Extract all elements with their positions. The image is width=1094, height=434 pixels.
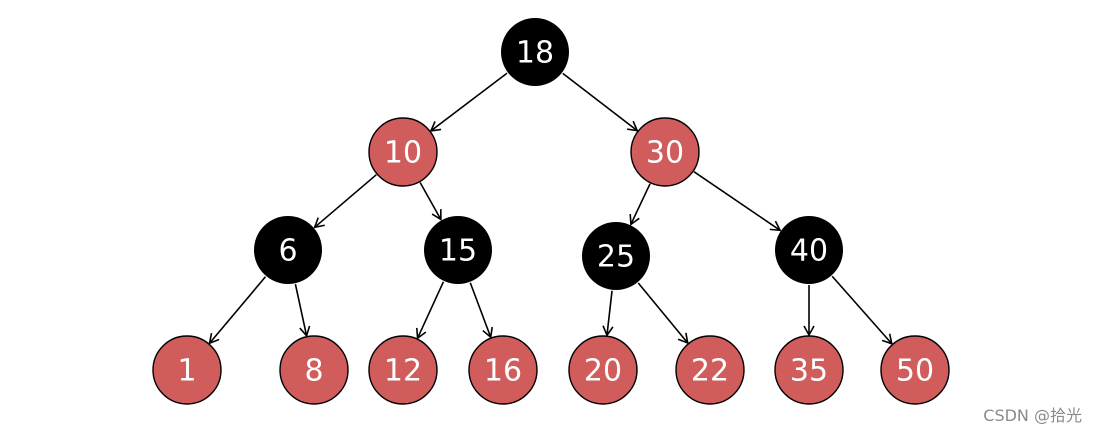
edge-30-to-40 bbox=[693, 171, 782, 232]
edge-40-to-50 bbox=[831, 275, 893, 346]
tree-node-18: 18 bbox=[501, 18, 569, 86]
node-circle-black bbox=[775, 216, 843, 284]
node-label: 8 bbox=[304, 354, 323, 389]
tree-node-22: 22 bbox=[675, 335, 745, 405]
edge-18-to-30 bbox=[562, 72, 639, 132]
node-circle-red bbox=[880, 335, 950, 405]
edge-25-to-20 bbox=[602, 290, 614, 337]
watermark: CSDN @拾光 bbox=[983, 406, 1082, 425]
tree-node-6: 6 bbox=[254, 216, 322, 284]
node-circle-black bbox=[254, 216, 322, 284]
tree-node-40: 40 bbox=[775, 216, 843, 284]
edge-18-to-10 bbox=[429, 72, 508, 132]
node-circle-red bbox=[568, 335, 638, 405]
node-circle-red bbox=[279, 335, 349, 405]
node-circle-red bbox=[152, 335, 222, 405]
node-label: 12 bbox=[384, 354, 422, 389]
edge-30-to-25 bbox=[629, 183, 651, 226]
tree-node-10: 10 bbox=[368, 117, 438, 187]
edges-layer bbox=[208, 72, 893, 346]
edge-10-to-15 bbox=[419, 182, 442, 221]
node-circle-black bbox=[501, 18, 569, 86]
tree-node-30: 30 bbox=[630, 117, 700, 187]
node-circle-red bbox=[468, 335, 538, 405]
node-label: 50 bbox=[896, 354, 934, 389]
node-label: 1 bbox=[177, 354, 196, 389]
edge-25-to-22 bbox=[637, 282, 689, 345]
tree-node-15: 15 bbox=[424, 216, 492, 284]
edge-15-to-12 bbox=[415, 281, 445, 340]
edge-6-to-8 bbox=[294, 284, 311, 338]
node-label: 25 bbox=[597, 240, 635, 275]
node-label: 6 bbox=[278, 234, 297, 269]
tree-node-1: 1 bbox=[152, 335, 222, 405]
tree-node-50: 50 bbox=[880, 335, 950, 405]
tree-node-16: 16 bbox=[468, 335, 538, 405]
node-circle-black bbox=[582, 222, 650, 290]
edge-15-to-16 bbox=[469, 282, 494, 339]
node-label: 35 bbox=[790, 354, 828, 389]
node-circle-red bbox=[368, 335, 438, 405]
node-label: 15 bbox=[439, 234, 477, 269]
tree-node-8: 8 bbox=[279, 335, 349, 405]
node-circle-red bbox=[368, 117, 438, 187]
node-label: 18 bbox=[516, 36, 554, 71]
node-circle-red bbox=[675, 335, 745, 405]
node-label: 30 bbox=[646, 136, 684, 171]
node-label: 16 bbox=[484, 354, 522, 389]
tree-node-25: 25 bbox=[582, 222, 650, 290]
tree-node-12: 12 bbox=[368, 335, 438, 405]
node-circle-red bbox=[774, 335, 844, 405]
node-label: 40 bbox=[790, 234, 828, 269]
node-label: 20 bbox=[584, 354, 622, 389]
node-label: 10 bbox=[384, 136, 422, 171]
node-circle-red bbox=[630, 117, 700, 187]
edge-6-to-1 bbox=[208, 276, 267, 345]
node-circle-black bbox=[424, 216, 492, 284]
edge-10-to-6 bbox=[313, 174, 377, 229]
node-label: 22 bbox=[691, 354, 729, 389]
tree-node-35: 35 bbox=[774, 335, 844, 405]
tree-node-20: 20 bbox=[568, 335, 638, 405]
